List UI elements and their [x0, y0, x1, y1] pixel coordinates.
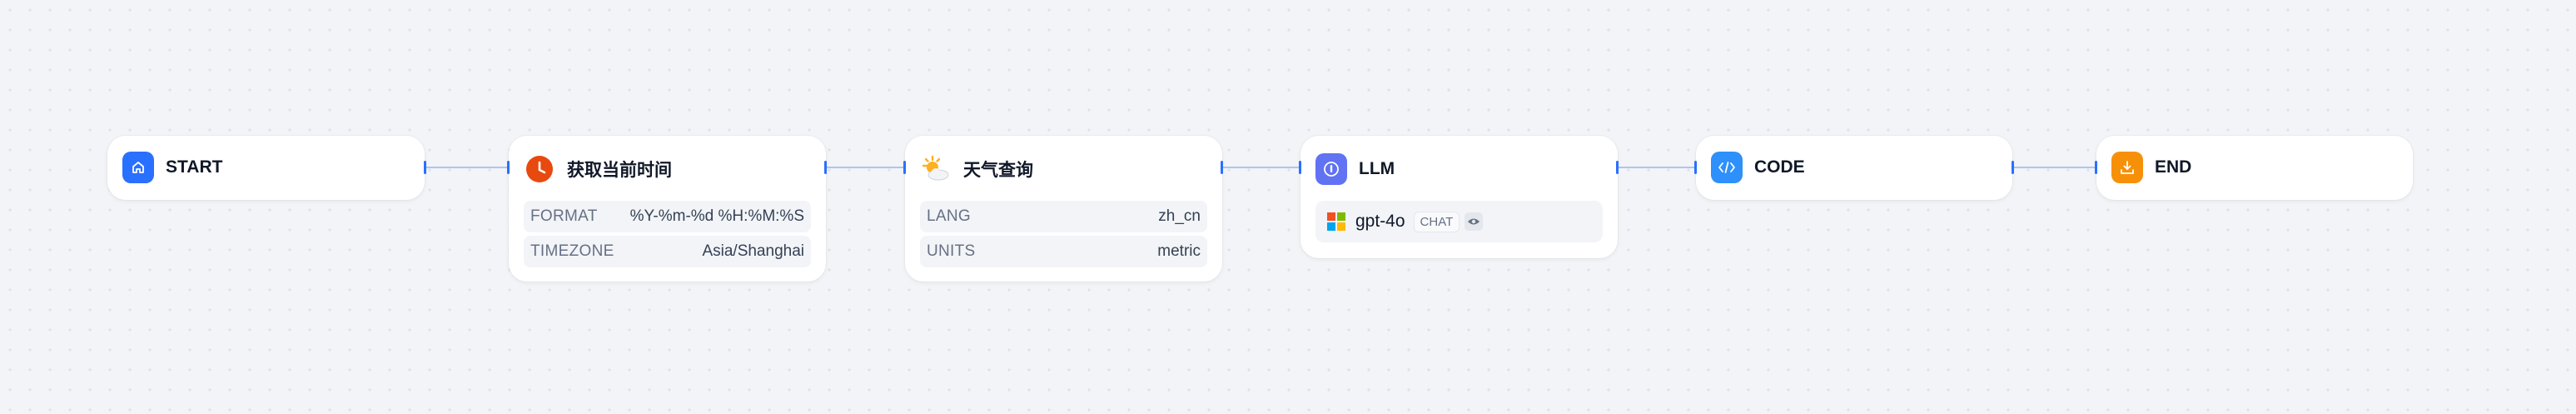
source-handle-weather[interactable] — [1221, 161, 1223, 174]
param-row-units: UNITS metric — [920, 236, 1207, 267]
node-code[interactable]: CODE — [1696, 136, 2012, 200]
param-row-timezone: TIMEZONE Asia/Shanghai — [524, 236, 811, 267]
param-row-lang: LANG zh_cn — [920, 201, 1207, 232]
param-value: metric — [1157, 242, 1201, 260]
model-name: gpt-4o — [1355, 212, 1405, 231]
model-mode-badge: CHAT — [1413, 211, 1460, 232]
node-title: 天气查询 — [963, 161, 1033, 180]
param-key: FORMAT — [530, 207, 598, 225]
node-get-current-time[interactable]: 获取当前时间 FORMAT %Y-%m-%d %H:%M:%S TIMEZONE… — [509, 136, 826, 282]
node-start[interactable]: START — [107, 136, 425, 200]
node-title: LLM — [1359, 159, 1395, 178]
code-icon — [1711, 152, 1743, 183]
source-handle-time[interactable] — [824, 161, 827, 174]
node-weather-query[interactable]: 天气查询 LANG zh_cn UNITS metric — [905, 136, 1222, 282]
target-handle-end[interactable] — [2095, 161, 2097, 174]
source-handle-code[interactable] — [2012, 161, 2014, 174]
node-title: START — [166, 157, 223, 177]
eye-icon — [1465, 212, 1484, 231]
model-selector[interactable]: gpt-4o CHAT — [1315, 201, 1603, 242]
target-handle-weather[interactable] — [903, 161, 906, 174]
param-key: TIMEZONE — [530, 242, 614, 260]
source-handle-llm[interactable] — [1616, 161, 1619, 174]
param-value: zh_cn — [1158, 207, 1201, 225]
param-key: LANG — [927, 207, 971, 225]
param-value: Asia/Shanghai — [702, 242, 804, 260]
node-title: END — [2155, 157, 2192, 177]
param-key: UNITS — [927, 242, 976, 260]
node-end[interactable]: END — [2096, 136, 2413, 200]
target-handle-time[interactable] — [507, 161, 510, 174]
clock-icon — [524, 153, 555, 185]
sun-cloud-icon — [920, 153, 952, 185]
target-handle-llm[interactable] — [1299, 161, 1301, 174]
param-row-format: FORMAT %Y-%m-%d %H:%M:%S — [524, 201, 811, 232]
source-handle-start[interactable] — [424, 161, 426, 174]
target-handle-code[interactable] — [1694, 161, 1697, 174]
microsoft-logo-icon — [1327, 212, 1345, 231]
node-title: CODE — [1754, 157, 1805, 177]
node-title: 获取当前时间 — [567, 161, 672, 180]
llm-icon — [1315, 153, 1347, 185]
home-icon — [122, 152, 154, 183]
end-flag-icon — [2111, 152, 2143, 183]
param-value: %Y-%m-%d %H:%M:%S — [629, 207, 804, 225]
node-llm[interactable]: LLM gpt-4o CHAT — [1300, 136, 1618, 258]
